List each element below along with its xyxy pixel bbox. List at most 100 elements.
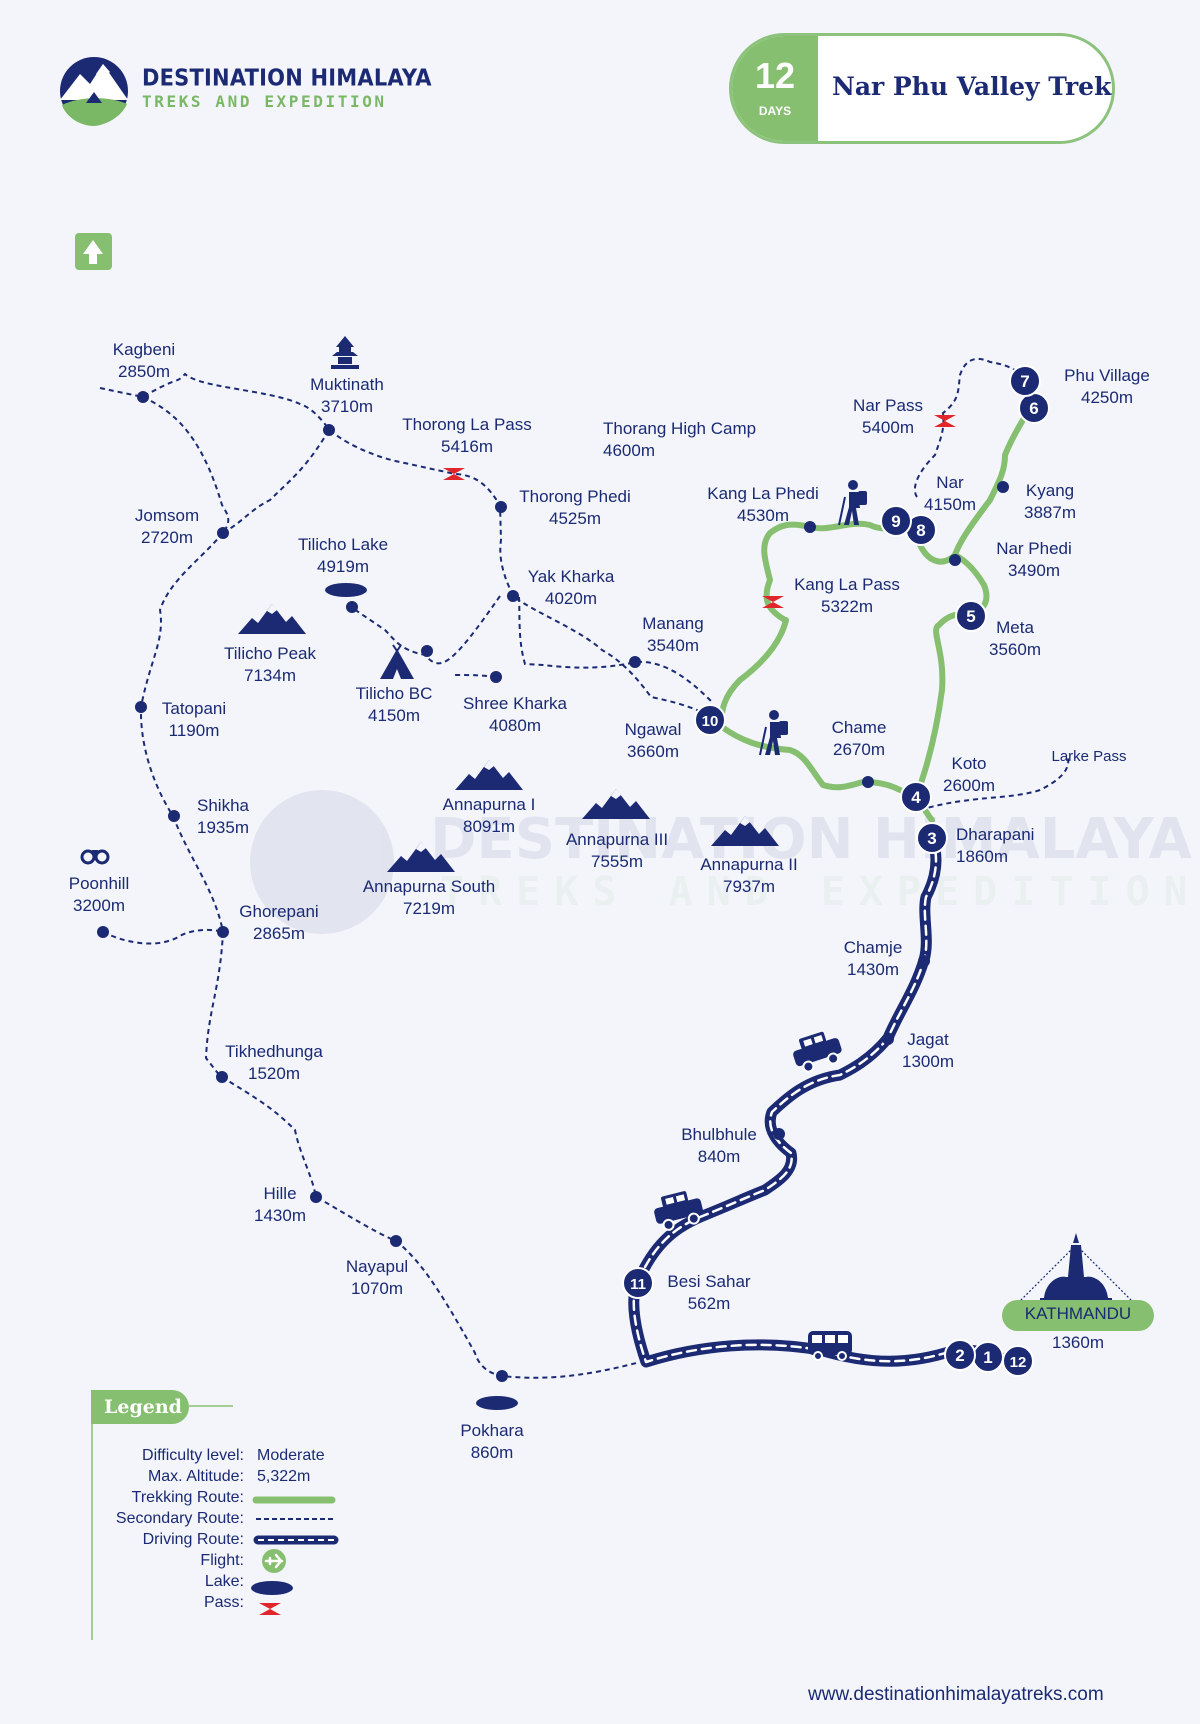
kathmandu-altitude: 1360m — [1052, 1333, 1104, 1352]
waypoint-dots — [97, 391, 1009, 1382]
legend-flight-label: Flight: — [200, 1552, 244, 1569]
legend-title: Legend — [104, 1396, 182, 1418]
thorong-la-pass-icon — [443, 468, 465, 480]
day-marker-2: 2 — [944, 1339, 976, 1371]
legend-driving-label: Driving Route: — [142, 1531, 244, 1548]
kathmandu-pill — [1002, 1300, 1154, 1331]
boudhanath-stupa-icon — [1017, 1233, 1135, 1304]
svg-text:11: 11 — [630, 1276, 646, 1293]
tent-icon — [380, 644, 414, 679]
day-marker-9: 9 — [880, 505, 912, 537]
day-marker-8: 8 — [905, 514, 937, 546]
svg-text:TREKS AND EXPEDITION: TREKS AND EXPEDITION — [440, 869, 1200, 915]
legend-difficulty-value: Moderate — [257, 1447, 325, 1464]
legend-trekking-label: Trekking Route: — [131, 1489, 244, 1506]
phewa-lake-icon — [476, 1396, 518, 1410]
brand-name: DESTINATION HIMALAYA — [142, 65, 432, 91]
legend-pass-icon — [259, 1603, 281, 1615]
svg-text:3: 3 — [927, 829, 936, 848]
svg-text:7: 7 — [1020, 372, 1029, 391]
place-label-larke-pass: Larke Pass — [1051, 748, 1127, 765]
legend-altitude-label: Max. Altitude: — [147, 1468, 244, 1485]
bus-icon — [808, 1331, 852, 1361]
nar-pass-icon — [934, 415, 956, 427]
website-link[interactable]: www.destinationhimalayatreks.com — [808, 1684, 1104, 1705]
annapurna-3-mountain-icon — [582, 789, 650, 819]
trekker-icon — [838, 480, 867, 526]
legend-lake-icon — [251, 1581, 293, 1595]
svg-text:8: 8 — [916, 521, 925, 540]
tilicho-lake-icon — [325, 583, 367, 597]
svg-text:1: 1 — [983, 1348, 992, 1367]
watermark: DESTINATION HIMALAYA TREKS AND EXPEDITIO… — [250, 790, 1200, 934]
day-marker-12: 12 — [1002, 1345, 1034, 1377]
legend-altitude-value: 5,322m — [257, 1468, 311, 1485]
secondary-routes — [99, 357, 1070, 1379]
binoculars-icon — [80, 849, 110, 865]
legend-tab — [91, 1390, 189, 1424]
day-marker-11: 11 — [622, 1267, 654, 1299]
tilicho-peak-mountain-icon — [238, 604, 306, 634]
brand-tagline: TREKS AND EXPEDITION — [142, 92, 387, 111]
trekker-icon — [759, 710, 788, 756]
svg-text:2: 2 — [955, 1346, 964, 1365]
duration-number: 12 — [754, 55, 796, 96]
day-marker-10: 10 — [694, 704, 726, 736]
duration-panel — [732, 36, 818, 141]
jeep-icon — [654, 1191, 703, 1231]
svg-text:10: 10 — [702, 713, 719, 730]
svg-text:4: 4 — [911, 788, 921, 807]
legend-frame — [91, 1405, 339, 1640]
north-arrow-icon — [75, 233, 112, 270]
day-marker-4: 4 — [900, 781, 932, 813]
legend-difficulty-label: Difficulty level: — [142, 1447, 244, 1464]
brand-logo-icon — [60, 57, 128, 126]
day-marker-6: 6 — [1018, 392, 1050, 424]
day-marker-3: 3 — [916, 822, 948, 854]
jeep-icon — [793, 1031, 842, 1073]
legend-pass-label: Pass: — [203, 1594, 244, 1611]
day-marker-7: 7 — [1009, 365, 1041, 397]
svg-text:9: 9 — [891, 512, 900, 531]
trip-badge: 12 DAYS Nar Phu Valley Trek — [729, 33, 1115, 144]
kathmandu-name: KATHMANDU — [1024, 1304, 1132, 1323]
svg-text:DESTINATION HIMALAYA: DESTINATION HIMALAYA — [430, 807, 1193, 872]
trip-title: Nar Phu Valley Trek — [832, 72, 1112, 101]
day-marker-1: 1 — [972, 1341, 1004, 1373]
